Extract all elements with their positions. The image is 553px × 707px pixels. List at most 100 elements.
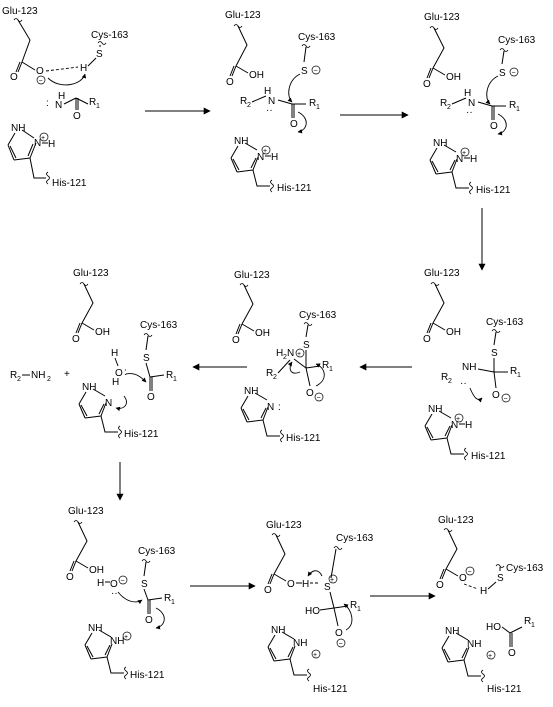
- ring-bond: [267, 634, 276, 648]
- subscript-2: 2: [448, 378, 452, 385]
- R1-label: R: [322, 360, 329, 371]
- ring-double: [426, 426, 434, 439]
- S-C-bond: [329, 591, 335, 609]
- C-N-bond: [477, 368, 495, 373]
- his-chain: [463, 659, 481, 677]
- atom-O-minus: O: [459, 573, 467, 584]
- curly-arrow: [297, 111, 307, 134]
- stage-9: Glu-123 O O − H S Cys-163 HO R 1 O NH NH: [436, 515, 544, 695]
- ring-bond: [252, 156, 259, 171]
- glu-label: Glu-123: [68, 506, 104, 517]
- stage-3: Glu-123 O OH Cys-163 S − R 2 H N ·· R 1 …: [423, 12, 536, 196]
- H-O-bond: [114, 357, 119, 367]
- S-chain: [493, 331, 497, 346]
- atom-N: N: [456, 154, 463, 165]
- his-NH: NH: [271, 625, 285, 636]
- charge-circle: [311, 65, 321, 75]
- carbonyl-bond-2: [69, 560, 75, 572]
- ring-bond: [435, 171, 453, 175]
- OH-bond: [432, 322, 446, 331]
- ring-double: [269, 647, 277, 660]
- ring-bond: [281, 631, 295, 640]
- ring-bond: [443, 144, 457, 153]
- curly-arrow: [117, 591, 143, 605]
- atom-S: S: [301, 66, 308, 77]
- ring-bond: [21, 129, 35, 139]
- subscript-2: 2: [447, 104, 451, 111]
- ring-bond: [29, 142, 37, 159]
- R1-bond: [509, 626, 523, 634]
- charge-circle: [509, 67, 519, 77]
- atom-O: O: [508, 648, 516, 659]
- atom-N: N: [105, 398, 112, 409]
- ring-bond: [92, 388, 106, 397]
- atom-N: N: [55, 100, 62, 111]
- subscript-1: 1: [516, 106, 520, 113]
- ring-bond: [273, 658, 291, 662]
- his-NH: NH: [433, 138, 447, 149]
- glu-label: Glu-123: [2, 6, 38, 17]
- atom-O: O: [490, 121, 498, 132]
- charge-circle: [501, 393, 511, 403]
- subscript-2: 2: [247, 102, 251, 109]
- S-C-bond: [143, 588, 149, 601]
- wavy-bond: [495, 564, 505, 568]
- atom-O: O: [436, 580, 444, 591]
- ring-bond: [244, 142, 258, 151]
- ring-bond: [429, 147, 438, 161]
- his-chain: [100, 415, 118, 433]
- stage-7: Glu-123 O OH Cys-163 S R 1 O H O − ·· NH: [66, 506, 176, 681]
- R2-N-bond: [277, 359, 291, 374]
- atom-O: O: [145, 615, 153, 626]
- S-chain: [143, 561, 147, 577]
- glu-chain: [432, 27, 445, 69]
- plus-sign: +: [64, 369, 70, 380]
- glu-label: Glu-123: [225, 10, 261, 21]
- ring-bond: [441, 647, 449, 663]
- atom-H: H: [111, 348, 118, 359]
- his-chain: [451, 171, 469, 189]
- wavy-bond: [97, 41, 107, 45]
- hydrogen-bond: [45, 66, 79, 72]
- plus-sign: +: [313, 652, 317, 659]
- his-chain: [289, 658, 307, 676]
- ring-bond: [262, 406, 269, 421]
- glu-chain: [75, 521, 88, 562]
- atom-N: N: [468, 98, 475, 109]
- R1-label: R: [309, 98, 316, 109]
- atom-OH: OH: [95, 327, 110, 338]
- cys-label: Cys-163: [486, 317, 524, 328]
- ring-bond: [289, 645, 296, 660]
- carbonyl-bond-2: [235, 323, 241, 335]
- R2-label: R: [266, 368, 273, 379]
- C-O-bond: [305, 367, 311, 387]
- his-chain: [262, 419, 280, 437]
- wavy-bond: [143, 333, 153, 337]
- curly-arrow: [469, 387, 483, 403]
- carbonyl-bond-2: [75, 322, 81, 334]
- R1-bond: [75, 97, 89, 105]
- his-label: His-121: [471, 451, 506, 462]
- atom-O: O: [66, 572, 74, 583]
- atom-HO: HO: [486, 622, 501, 633]
- curly-arrow: [155, 607, 165, 630]
- charge-circle: [486, 650, 496, 660]
- ring-bond: [451, 158, 458, 173]
- glu-label: Glu-123: [73, 268, 109, 279]
- atom-N: N: [267, 402, 274, 413]
- charge-circle: [122, 631, 132, 641]
- ring-bond: [84, 632, 93, 646]
- atom-O: O: [287, 579, 295, 590]
- stage-8: Glu-123 O O H Cys-163 S + R 1 HO O − NH: [264, 520, 374, 695]
- wavy-bond: [333, 546, 343, 550]
- glu-chain: [445, 529, 458, 570]
- his-chain: [252, 169, 270, 187]
- ring-bond: [100, 402, 107, 417]
- his-NH: NH: [445, 626, 459, 637]
- atom-OH: OH: [446, 327, 461, 338]
- atom-S: S: [96, 49, 103, 60]
- cys-label: Cys-163: [336, 533, 374, 544]
- atom-H: H: [271, 152, 278, 163]
- atom-H: H: [112, 377, 119, 388]
